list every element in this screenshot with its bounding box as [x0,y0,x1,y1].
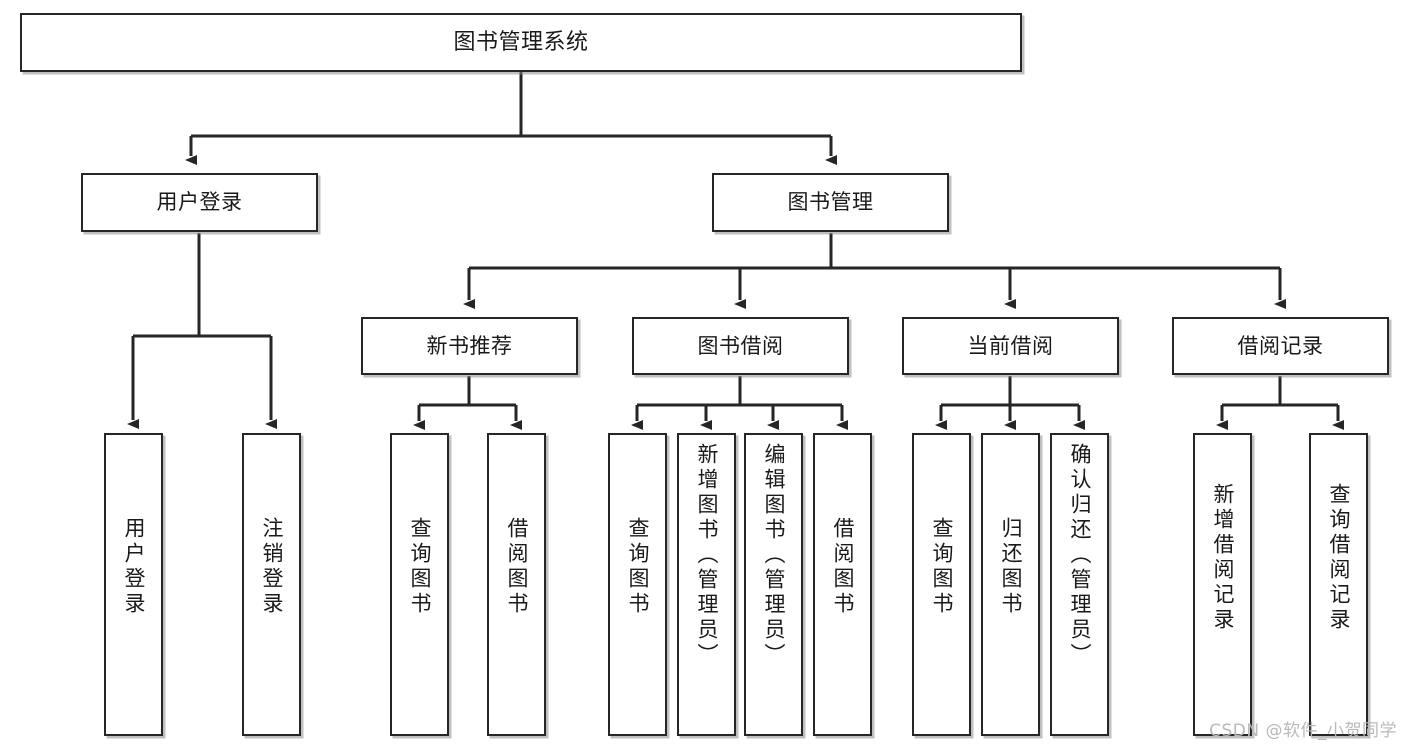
node-label: 借阅记录 [1237,333,1324,358]
node-label: 查询图书 [408,517,432,617]
node-label: 图书管理 [787,190,874,215]
leaf-borrow-book-recommend[interactable]: 借阅图书 [487,433,546,736]
leaf-confirm-return-admin[interactable]: 确认归还（管理员） [1050,433,1109,736]
node-label: 编辑图书（管理员） [762,443,786,668]
node-book-management-system[interactable]: 图书管理系统 [20,13,1022,72]
node-label: 注销登录 [260,517,284,617]
leaf-user-login[interactable]: 用户登录 [104,433,163,736]
leaf-query-book-current[interactable]: 查询图书 [912,433,971,736]
leaf-add-book-admin[interactable]: 新增图书（管理员） [677,433,736,736]
node-book-borrow[interactable]: 图书借阅 [632,317,849,375]
node-label: 查询图书 [930,517,954,617]
node-user-login[interactable]: 用户登录 [81,173,318,232]
node-label: 确认归还（管理员） [1068,443,1092,668]
leaf-user-logout[interactable]: 注销登录 [242,433,301,736]
node-label: 借阅图书 [505,517,529,617]
leaf-query-borrow-record[interactable]: 查询借阅记录 [1309,433,1368,736]
node-label: 归还图书 [999,517,1023,617]
node-current-borrow[interactable]: 当前借阅 [902,317,1119,375]
node-label: 新书推荐 [426,333,513,358]
leaf-edit-book-admin[interactable]: 编辑图书（管理员） [744,433,803,736]
leaf-query-book-recommend[interactable]: 查询图书 [390,433,449,736]
node-new-book-recommend[interactable]: 新书推荐 [361,317,578,375]
node-label: 查询借阅记录 [1327,483,1351,633]
node-label: 图书借阅 [697,333,784,358]
node-label: 查询图书 [626,517,650,617]
node-borrow-record[interactable]: 借阅记录 [1172,317,1389,375]
node-label: 当前借阅 [967,333,1054,358]
node-label: 借阅图书 [831,517,855,617]
node-book-manage[interactable]: 图书管理 [712,173,949,232]
leaf-return-book[interactable]: 归还图书 [981,433,1040,736]
leaf-borrow-book-borrow[interactable]: 借阅图书 [813,433,872,736]
leaf-query-book-borrow[interactable]: 查询图书 [608,433,667,736]
node-label: 新增借阅记录 [1211,483,1235,633]
leaf-add-borrow-record[interactable]: 新增借阅记录 [1193,433,1252,736]
node-label: 用户登录 [156,190,243,215]
node-label: 用户登录 [122,517,146,617]
node-label: 图书管理系统 [453,29,589,55]
node-label: 新增图书（管理员） [695,443,719,668]
